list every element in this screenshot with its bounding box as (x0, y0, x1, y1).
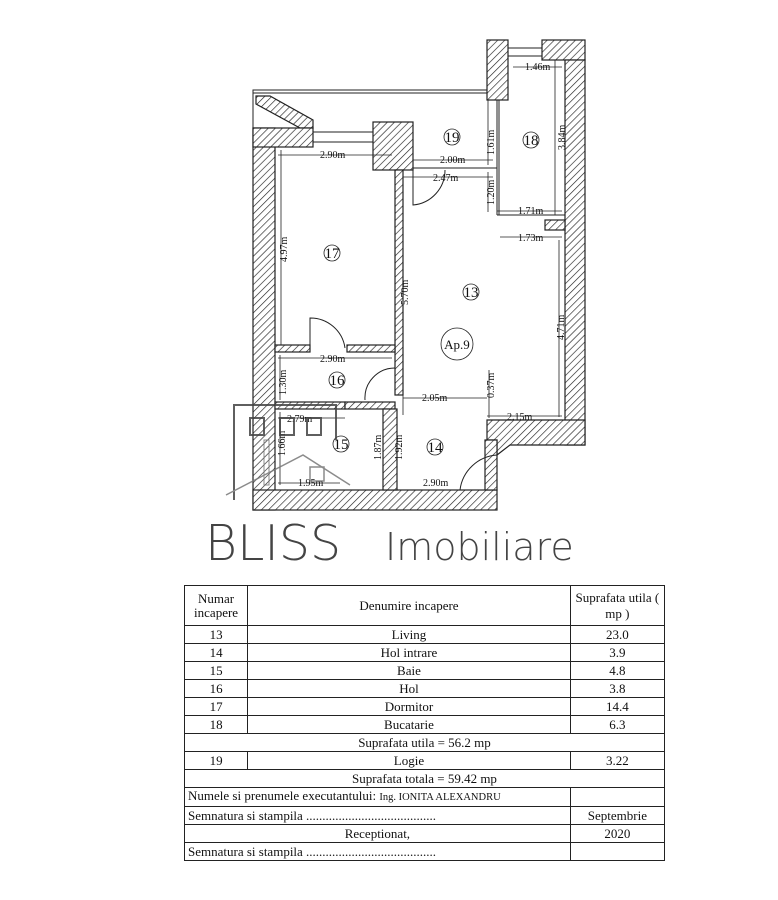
room-area: 3.8 (569, 679, 666, 698)
watermark-bliss: BLISS (205, 515, 341, 572)
dim-label: 1.95m (298, 478, 324, 489)
room-15-label: 15 (334, 437, 349, 453)
room-area: 6.3 (569, 715, 666, 734)
room-name: Dormitor (247, 697, 571, 716)
room-name: Bucatarie (247, 715, 571, 734)
dim-label: 3.84m (557, 125, 568, 151)
dim-label: 1.87m (373, 435, 384, 461)
grand-total: Suprafata totala = 59.42 mp (184, 769, 665, 788)
watermark-logo (225, 404, 351, 500)
room-area: 3.22 (569, 751, 666, 770)
dimension-labels: 1.46m 3.84m 1.61m 2.90m 2.00m 2.47m 1.20… (277, 62, 568, 489)
dim-label: 0.37m (486, 373, 497, 399)
walls (252, 39, 586, 511)
date-month: Septembrie (569, 806, 666, 825)
room-name: Hol (247, 679, 571, 698)
apartment-label: Ap.9 (444, 337, 470, 352)
dim-label: 1.20m (486, 180, 497, 206)
executant-name: Ing. IONITA ALEXANDRU (379, 792, 501, 803)
watermark-imobiliare: Imobiliare (385, 525, 574, 569)
dim-label: 4.71m (556, 315, 567, 341)
watermark-text: BLISS Imobiliare (205, 515, 574, 572)
dim-label: 1.71m (518, 206, 544, 217)
room-area: 14.4 (569, 697, 666, 716)
room-name: Logie (247, 751, 571, 770)
dim-label: 2.90m (423, 478, 449, 489)
dim-label: 1.61m (486, 130, 497, 156)
rooms-table: Numar incapere Denumire incapere Suprafa… (183, 585, 666, 861)
signature-line-2: Semnatura si stampila ..................… (184, 842, 571, 861)
room-number: 16 (183, 679, 249, 698)
dim-label: 2.47m (433, 173, 459, 184)
dim-label: 2.00m (440, 155, 466, 166)
header-area: Suprafata utila ( mp ) (569, 585, 666, 626)
dim-label: 1.92m (394, 435, 405, 461)
dim-label: 1.66m (277, 431, 288, 457)
room-number: 18 (183, 715, 249, 734)
room-number: 13 (183, 625, 249, 644)
floor-plan: 1.46m 3.84m 1.61m 2.90m 2.00m 2.47m 1.20… (205, 39, 586, 572)
dim-label: 5.70m (400, 280, 411, 306)
dim-label: 2.79m (287, 414, 313, 425)
dim-label: 2.90m (320, 354, 346, 365)
executant-cell: Numele si prenumele executantului: Ing. … (184, 787, 571, 807)
header-number: Numar incapere (183, 585, 249, 626)
room-labels (323, 128, 540, 456)
dim-label: 2.15m (507, 412, 533, 423)
header-name: Denumire incapere (247, 585, 571, 626)
room-area: 23.0 (569, 625, 666, 644)
dim-label: 1.30m (278, 370, 289, 396)
useful-area-total: Suprafata utila = 56.2 mp (184, 733, 665, 752)
room-number: 19 (183, 751, 249, 770)
dim-label: 4.97m (279, 237, 290, 263)
dim-label: 1.46m (525, 62, 551, 73)
empty-cell (569, 787, 666, 807)
room-name: Baie (247, 661, 571, 680)
received-label: Receptionat, (184, 824, 571, 843)
room-number: 15 (183, 661, 249, 680)
signature-line-1: Semnatura si stampila ..................… (184, 806, 571, 825)
executant-label: Numele si prenumele executantului: (188, 788, 377, 803)
room-17-label: 17 (325, 246, 341, 262)
dim-label: 2.90m (320, 150, 346, 161)
dim-label: 1.73m (518, 233, 544, 244)
room-name: Hol intrare (247, 643, 571, 662)
empty-cell (569, 842, 666, 861)
room-13-label: 13 (464, 285, 479, 301)
room-18-label: 18 (524, 133, 539, 149)
room-area: 4.8 (569, 661, 666, 680)
room-area: 3.9 (569, 643, 666, 662)
thin-lines (252, 47, 565, 491)
room-number: 14 (183, 643, 249, 662)
dim-label: 2.05m (422, 393, 448, 404)
room-14-label: 14 (428, 440, 444, 456)
room-number: 17 (183, 697, 249, 716)
date-year: 2020 (569, 824, 666, 843)
room-name: Living (247, 625, 571, 644)
room-16-label: 16 (330, 373, 346, 389)
room-19-label: 19 (445, 130, 460, 146)
